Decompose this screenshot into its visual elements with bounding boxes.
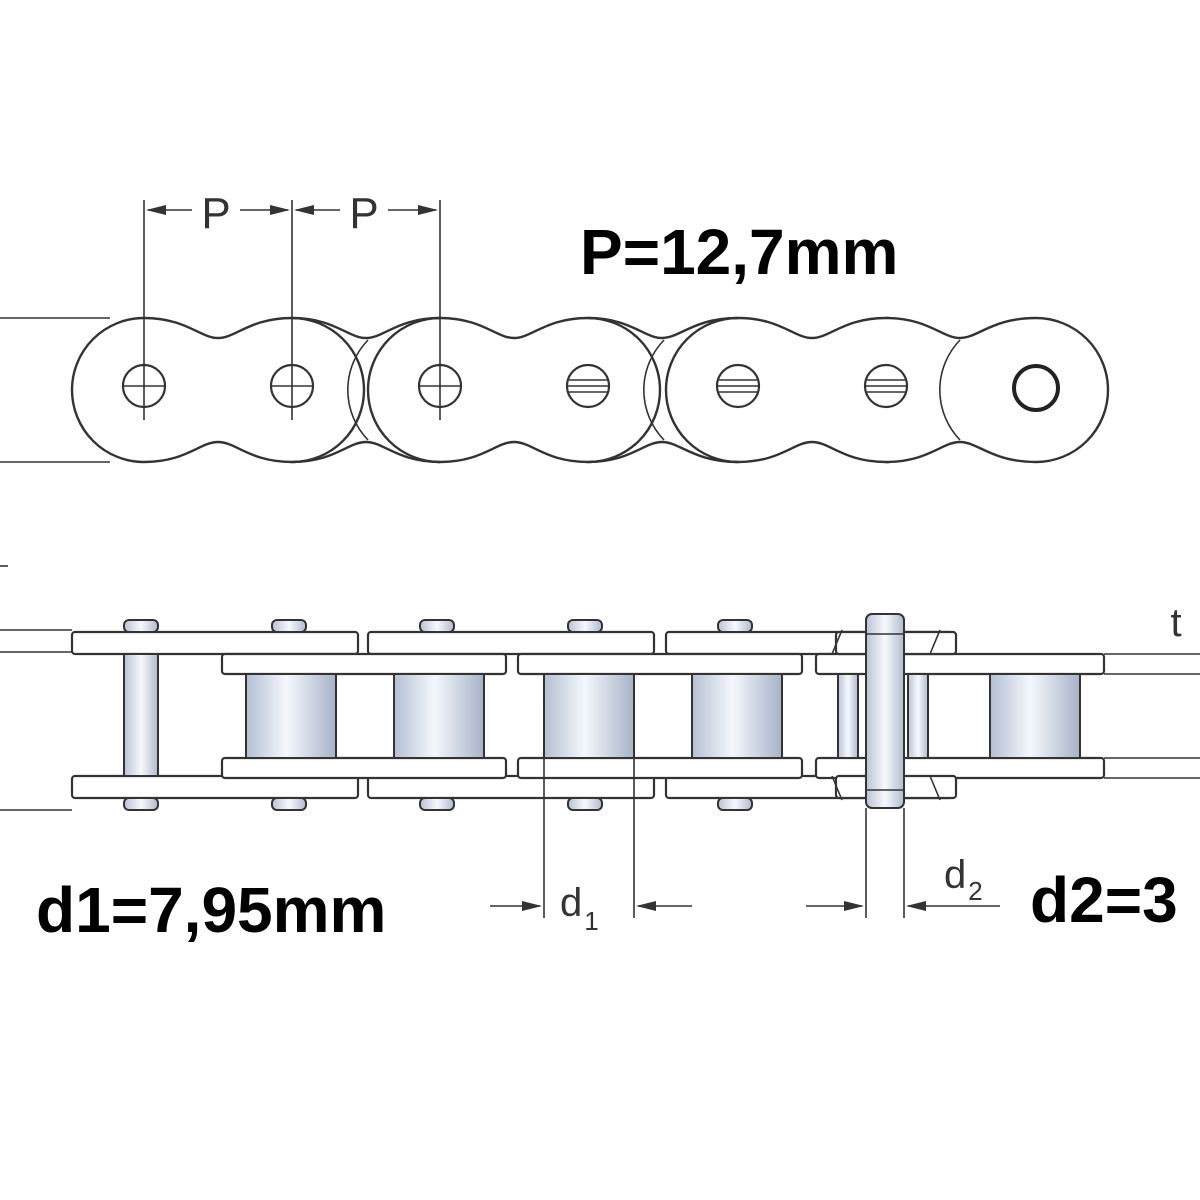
- pin-head-top-4: [567, 619, 603, 633]
- inner-plate-top-3: [814, 652, 1106, 676]
- chain-side-view: P P P=12,7mm: [0, 189, 1110, 464]
- pitch-dimension-2: [294, 205, 438, 215]
- pin-head-top-5: [717, 619, 753, 633]
- inner-plate-bottom-1: [220, 756, 508, 780]
- side-link-connector-2: [587, 316, 739, 464]
- d2-dimension: [806, 808, 1000, 918]
- pin-head-bottom-3: [419, 797, 455, 811]
- d2-value-label: d2=3: [1030, 864, 1178, 936]
- pin-head-bottom-1: [123, 797, 159, 811]
- thickness-dimension: [1104, 653, 1200, 779]
- roller-5: [989, 673, 1081, 759]
- pin-hole-7: [1012, 364, 1060, 412]
- connecting-link: [831, 613, 958, 809]
- pin-head-bottom-4: [567, 797, 603, 811]
- outer-plate-bottom-1: [70, 774, 360, 800]
- outer-plate-top-2: [366, 630, 656, 656]
- side-overlap-arc-2: [643, 339, 665, 441]
- side-overlap-arc-3: [939, 339, 961, 441]
- side-overlap-arc-1: [347, 339, 369, 441]
- thickness-label: t: [1170, 601, 1181, 645]
- side-link-plate-1: [70, 316, 366, 464]
- pin-hole-4: [565, 363, 611, 409]
- side-link-plate-2: [366, 316, 662, 464]
- pitch-label-1: P: [201, 189, 230, 238]
- outer-plate-bottom-2: [366, 774, 656, 800]
- pin-hole-5: [715, 363, 761, 409]
- connecting-pin: [865, 613, 905, 809]
- roller-2: [393, 673, 485, 759]
- inner-plate-top-2: [516, 652, 804, 676]
- pin-left: [123, 653, 159, 777]
- d1-dimension: [490, 700, 692, 918]
- pin-head-top-1: [123, 619, 159, 633]
- pitch-label-2: P: [349, 189, 378, 238]
- side-link-connector-3: [885, 316, 1110, 464]
- inner-plate-top-1: [220, 652, 508, 676]
- pin-hole-6: [863, 363, 909, 409]
- pin-head-bottom-2: [271, 797, 307, 811]
- roller-4: [691, 673, 783, 759]
- pitch-value-label: P=12,7mm: [580, 216, 898, 288]
- pin-head-top-2: [271, 619, 307, 633]
- d1-value-label: d1=7,95mm: [36, 874, 386, 946]
- inner-plate-bottom-2: [516, 756, 804, 780]
- roller-1: [245, 673, 337, 759]
- pin-head-top-3: [419, 619, 455, 633]
- d1-symbol: d1: [560, 881, 599, 936]
- d2-symbol: d2: [944, 853, 983, 906]
- chain-top-view: t d1 d2 d1=7,95mm d2=3: [0, 565, 1200, 946]
- pitch-dimension-1: [146, 205, 290, 215]
- pin-head-bottom-5: [717, 797, 753, 811]
- side-link-connector-1: [291, 316, 441, 464]
- outer-plate-top-1: [70, 630, 360, 656]
- roller-3: [543, 673, 635, 759]
